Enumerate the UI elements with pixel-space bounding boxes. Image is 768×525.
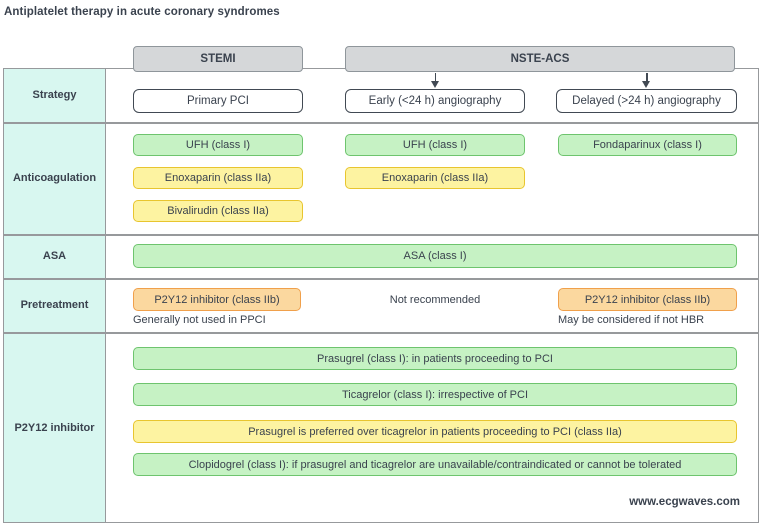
row-divider bbox=[3, 332, 759, 334]
header-nste-acs: NSTE-ACS bbox=[345, 46, 735, 72]
row-label-anticoagulation: Anticoagulation bbox=[12, 172, 97, 184]
row-label-column bbox=[3, 68, 106, 523]
box-prasugrel: Prasugrel (class I): in patients proceed… bbox=[133, 347, 737, 370]
row-label-asa: ASA bbox=[42, 250, 67, 262]
box-delayed-angiography: Delayed (>24 h) angiography bbox=[556, 89, 737, 113]
note-not-recommended: Not recommended bbox=[389, 293, 481, 306]
note-generally-not-used: Generally not used in PPCI bbox=[133, 314, 266, 326]
box-prasugrel-preference: Prasugrel is preferred over ticagrelor i… bbox=[133, 420, 737, 443]
row-label-p2y12-inhibitor: P2Y12 inhibitor bbox=[14, 421, 95, 434]
page-title: Antiplatelet therapy in acute coronary s… bbox=[4, 6, 280, 18]
box-p2y12-pretreatment-delayed: P2Y12 inhibitor (class IIb) bbox=[558, 288, 737, 311]
box-primary-pci: Primary PCI bbox=[133, 89, 303, 113]
row-label-pretreatment: Pretreatment bbox=[20, 299, 89, 311]
row-divider bbox=[3, 122, 759, 124]
box-ufh-early: UFH (class I) bbox=[345, 134, 525, 156]
footer-url: www.ecgwaves.com bbox=[629, 496, 740, 508]
box-clopidogrel: Clopidogrel (class I): if prasugrel and … bbox=[133, 453, 737, 476]
box-ticagrelor: Ticagrelor (class I): irrespective of PC… bbox=[133, 383, 737, 406]
down-arrow-icon bbox=[434, 73, 436, 82]
down-arrow-icon bbox=[642, 81, 650, 88]
row-divider bbox=[3, 234, 759, 236]
box-p2y12-pretreatment-stemi: P2Y12 inhibitor (class IIb) bbox=[133, 288, 301, 311]
box-ufh-stemi: UFH (class I) bbox=[133, 134, 303, 156]
header-stemi: STEMI bbox=[133, 46, 303, 72]
box-asa: ASA (class I) bbox=[133, 244, 737, 268]
box-enoxaparin-early: Enoxaparin (class IIa) bbox=[345, 167, 525, 189]
note-may-be-considered: May be considered if not HBR bbox=[558, 314, 705, 326]
box-enoxaparin-stemi: Enoxaparin (class IIa) bbox=[133, 167, 303, 189]
row-label-strategy: Strategy bbox=[32, 89, 77, 101]
box-early-angiography: Early (<24 h) angiography bbox=[345, 89, 525, 113]
column-divider bbox=[104, 68, 106, 523]
down-arrow-icon bbox=[430, 81, 439, 88]
row-divider bbox=[3, 278, 759, 280]
down-arrow-icon bbox=[646, 73, 648, 82]
box-fondaparinux-delayed: Fondaparinux (class I) bbox=[558, 134, 737, 156]
box-bivalirudin-stemi: Bivalirudin (class IIa) bbox=[133, 200, 303, 222]
